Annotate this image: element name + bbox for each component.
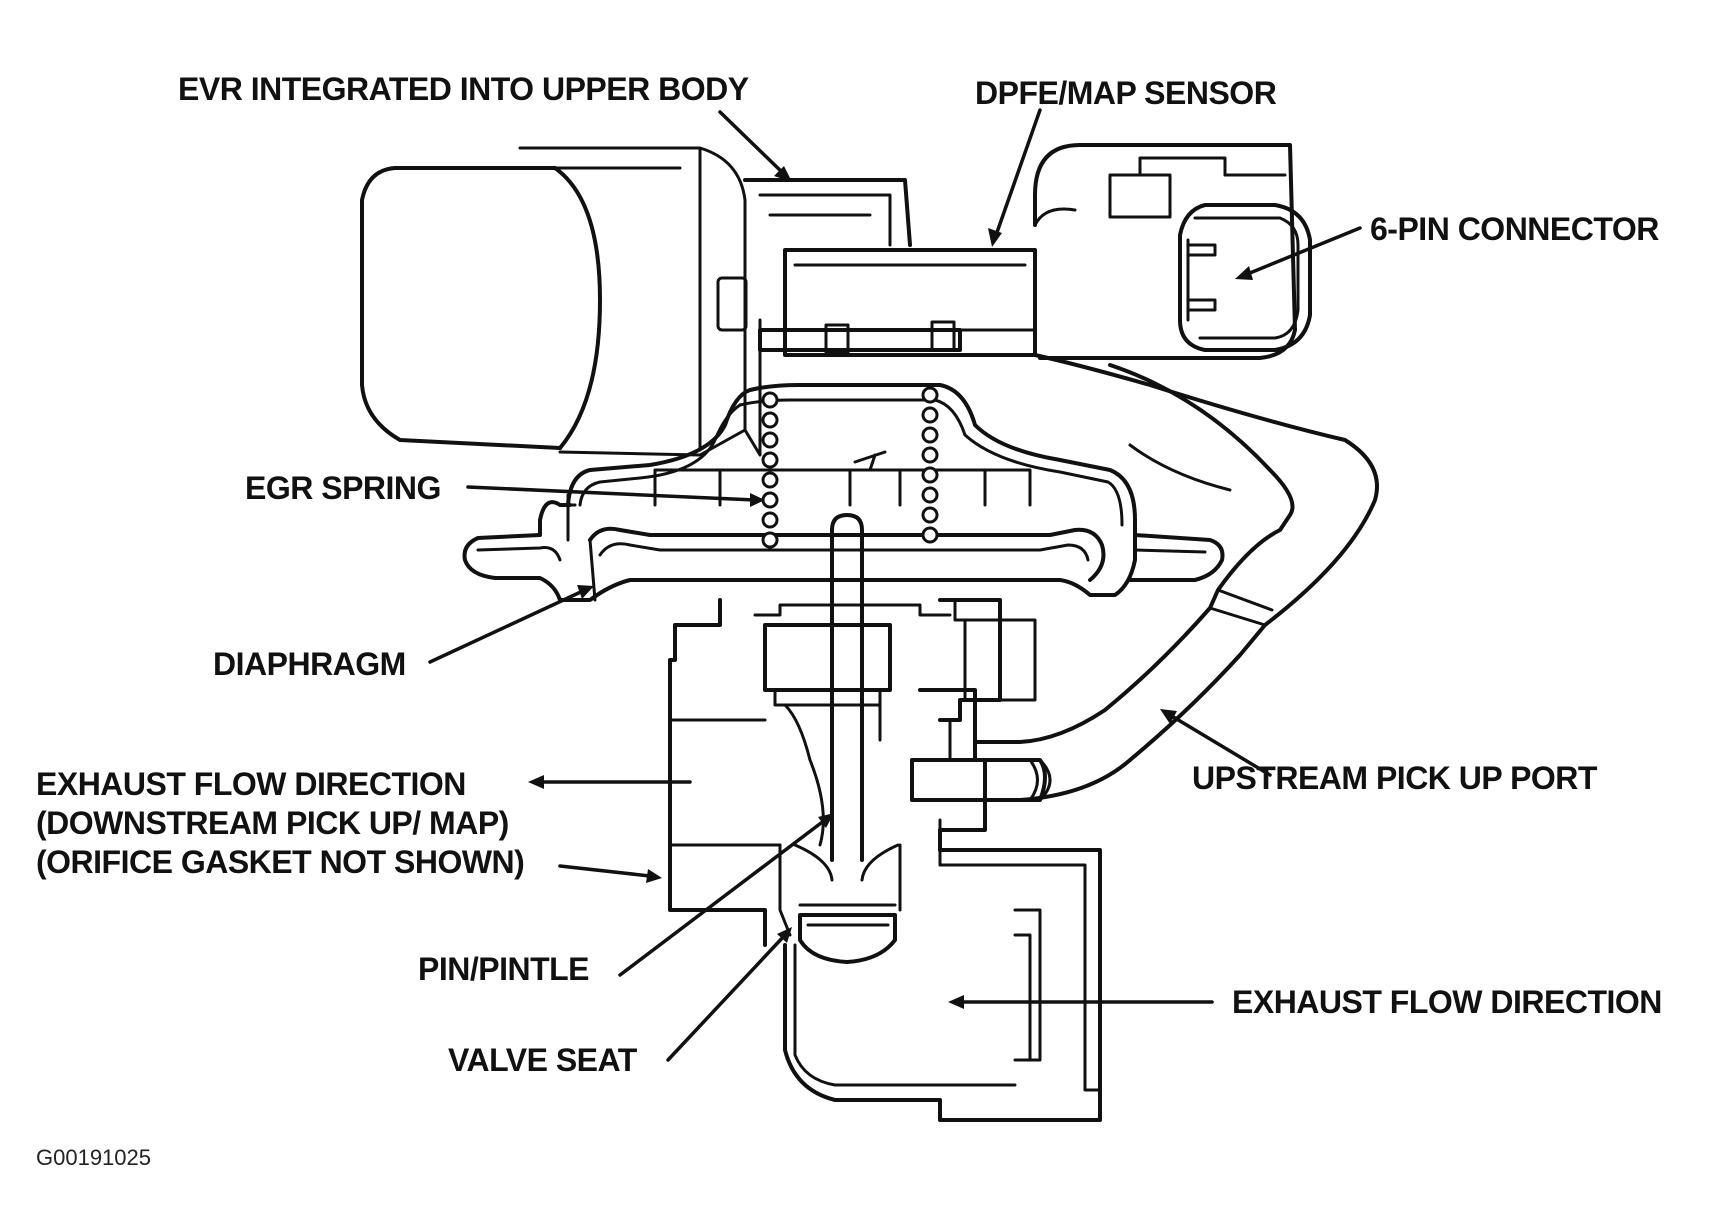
evr-solenoid xyxy=(360,146,748,457)
pintle xyxy=(793,513,900,964)
label-dpfe-map-sensor: DPFE/MAP SENSOR xyxy=(975,75,1277,111)
valve-body xyxy=(668,598,1102,1122)
label-downstream-pickup: (DOWNSTREAM PICK UP/ MAP) xyxy=(36,805,509,841)
connector-housing xyxy=(1033,143,1312,360)
label-pin-pintle: PIN/PINTLE xyxy=(418,951,589,987)
label-orifice-gasket: (ORIFICE GASKET NOT SHOWN) xyxy=(36,844,524,880)
valve-drawing xyxy=(360,143,1379,1122)
label-egr-spring: EGR SPRING xyxy=(245,470,441,506)
leader-lines xyxy=(428,108,1362,1062)
callout-labels: EVR INTEGRATED INTO UPPER BODY DPFE/MAP … xyxy=(36,71,1662,1170)
label-exhaust-flow-right: EXHAUST FLOW DIRECTION xyxy=(1232,984,1662,1020)
upper-body xyxy=(743,178,912,457)
diaphragm-housing xyxy=(462,383,1225,602)
label-valve-seat: VALVE SEAT xyxy=(448,1042,638,1078)
figure-code: G00191025 xyxy=(36,1145,151,1170)
label-exhaust-flow-left: EXHAUST FLOW DIRECTION xyxy=(36,766,466,802)
egr-spring xyxy=(761,386,939,549)
upstream-tube xyxy=(910,353,1379,802)
label-upstream-pickup-port: UPSTREAM PICK UP PORT xyxy=(1192,760,1598,796)
dpfe-sensor xyxy=(758,248,1037,357)
label-diaphragm: DIAPHRAGM xyxy=(213,646,406,682)
label-6-pin-connector: 6-PIN CONNECTOR xyxy=(1370,211,1659,247)
label-evr: EVR INTEGRATED INTO UPPER BODY xyxy=(178,71,749,107)
